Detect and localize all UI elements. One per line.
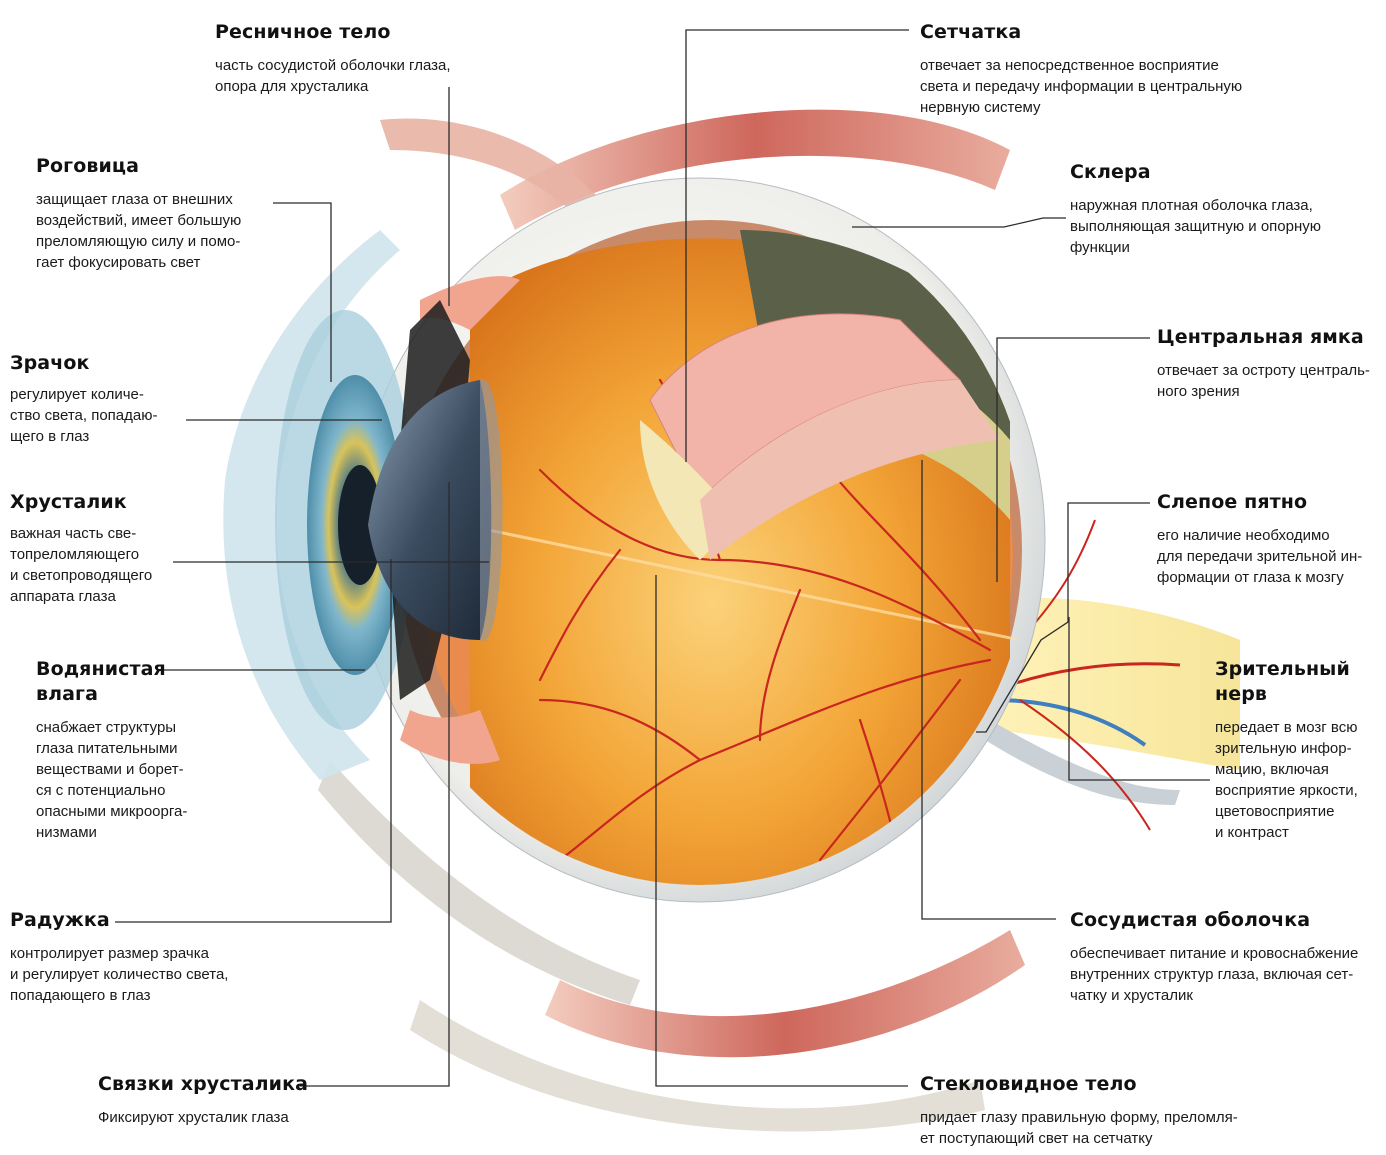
label-cornea: Роговица защищает глаза от внешних возде…: [36, 154, 241, 273]
label-aqueous-humor-title: Водянистая влага: [36, 657, 187, 707]
label-fovea-text: отвечает за остроту централь- ного зрени…: [1157, 360, 1370, 402]
label-cornea-title: Роговица: [36, 154, 241, 179]
label-aqueous-humor-text: снабжает структуры глаза питательными ве…: [36, 717, 187, 843]
label-lens-title: Хрусталик: [10, 490, 152, 515]
label-aqueous-humor: Водянистая влага снабжает структуры глаз…: [36, 657, 187, 843]
label-iris-text: контролирует размер зрачка и регулирует …: [10, 943, 228, 1006]
label-optic-nerve-title: Зрительный нерв: [1215, 657, 1358, 707]
label-vitreous-title: Стекловидное тело: [920, 1072, 1238, 1097]
label-sclera-title: Склера: [1070, 160, 1321, 185]
label-blind-spot-title: Слепое пятно: [1157, 490, 1362, 515]
label-optic-nerve-text: передает в мозг всю зрительную инфор- ма…: [1215, 717, 1358, 843]
label-vitreous: Стекловидное тело придает глазу правильн…: [920, 1072, 1238, 1149]
label-zonules-title: Связки хрусталика: [98, 1072, 308, 1097]
label-fovea-title: Центральная ямка: [1157, 325, 1370, 350]
label-lens-text: важная часть све- топреломляющего и свет…: [10, 523, 152, 607]
label-optic-nerve: Зрительный нерв передает в мозг всю зрит…: [1215, 657, 1358, 843]
label-sclera-text: наружная плотная оболочка глаза, выполня…: [1070, 195, 1321, 258]
label-choroid-title: Сосудистая оболочка: [1070, 908, 1386, 933]
label-fovea: Центральная ямка отвечает за остроту цен…: [1157, 325, 1370, 402]
label-retina-title: Сетчатка: [920, 20, 1242, 45]
leader-sclera: [852, 218, 1066, 227]
label-ciliary-body: Ресничное тело часть сосудистой оболочки…: [215, 20, 451, 97]
label-cornea-text: защищает глаза от внешних воздействий, и…: [36, 189, 241, 273]
label-pupil-title: Зрачок: [10, 351, 157, 376]
label-retina: Сетчатка отвечает за непосредственное во…: [920, 20, 1242, 118]
label-zonules-text: Фиксируют хрусталик глаза: [98, 1107, 308, 1128]
label-pupil-text: регулирует количе- ство света, попадаю- …: [10, 384, 157, 447]
label-sclera: Склера наружная плотная оболочка глаза, …: [1070, 160, 1321, 258]
label-ciliary-body-title: Ресничное тело: [215, 20, 451, 45]
label-iris-title: Радужка: [10, 908, 228, 933]
label-blind-spot-text: его наличие необходимо для передачи зрит…: [1157, 525, 1362, 588]
label-zonules: Связки хрусталика Фиксируют хрусталик гл…: [98, 1072, 308, 1128]
label-ciliary-body-text: часть сосудистой оболочки глаза, опора д…: [215, 55, 451, 97]
label-retina-text: отвечает за непосредственное восприятие …: [920, 55, 1242, 118]
label-choroid: Сосудистая оболочка обеспечивает питание…: [1070, 908, 1386, 1006]
label-iris: Радужка контролирует размер зрачка и рег…: [10, 908, 228, 1006]
label-choroid-text: обеспечивает питание и кровоснабжение вн…: [1070, 943, 1386, 1006]
label-blind-spot: Слепое пятно его наличие необходимо для …: [1157, 490, 1362, 588]
label-lens: Хрусталик важная часть све- топреломляющ…: [10, 490, 152, 607]
label-pupil: Зрачок регулирует количе- ство света, по…: [10, 351, 157, 447]
label-vitreous-text: придает глазу правильную форму, преломля…: [920, 1107, 1238, 1149]
